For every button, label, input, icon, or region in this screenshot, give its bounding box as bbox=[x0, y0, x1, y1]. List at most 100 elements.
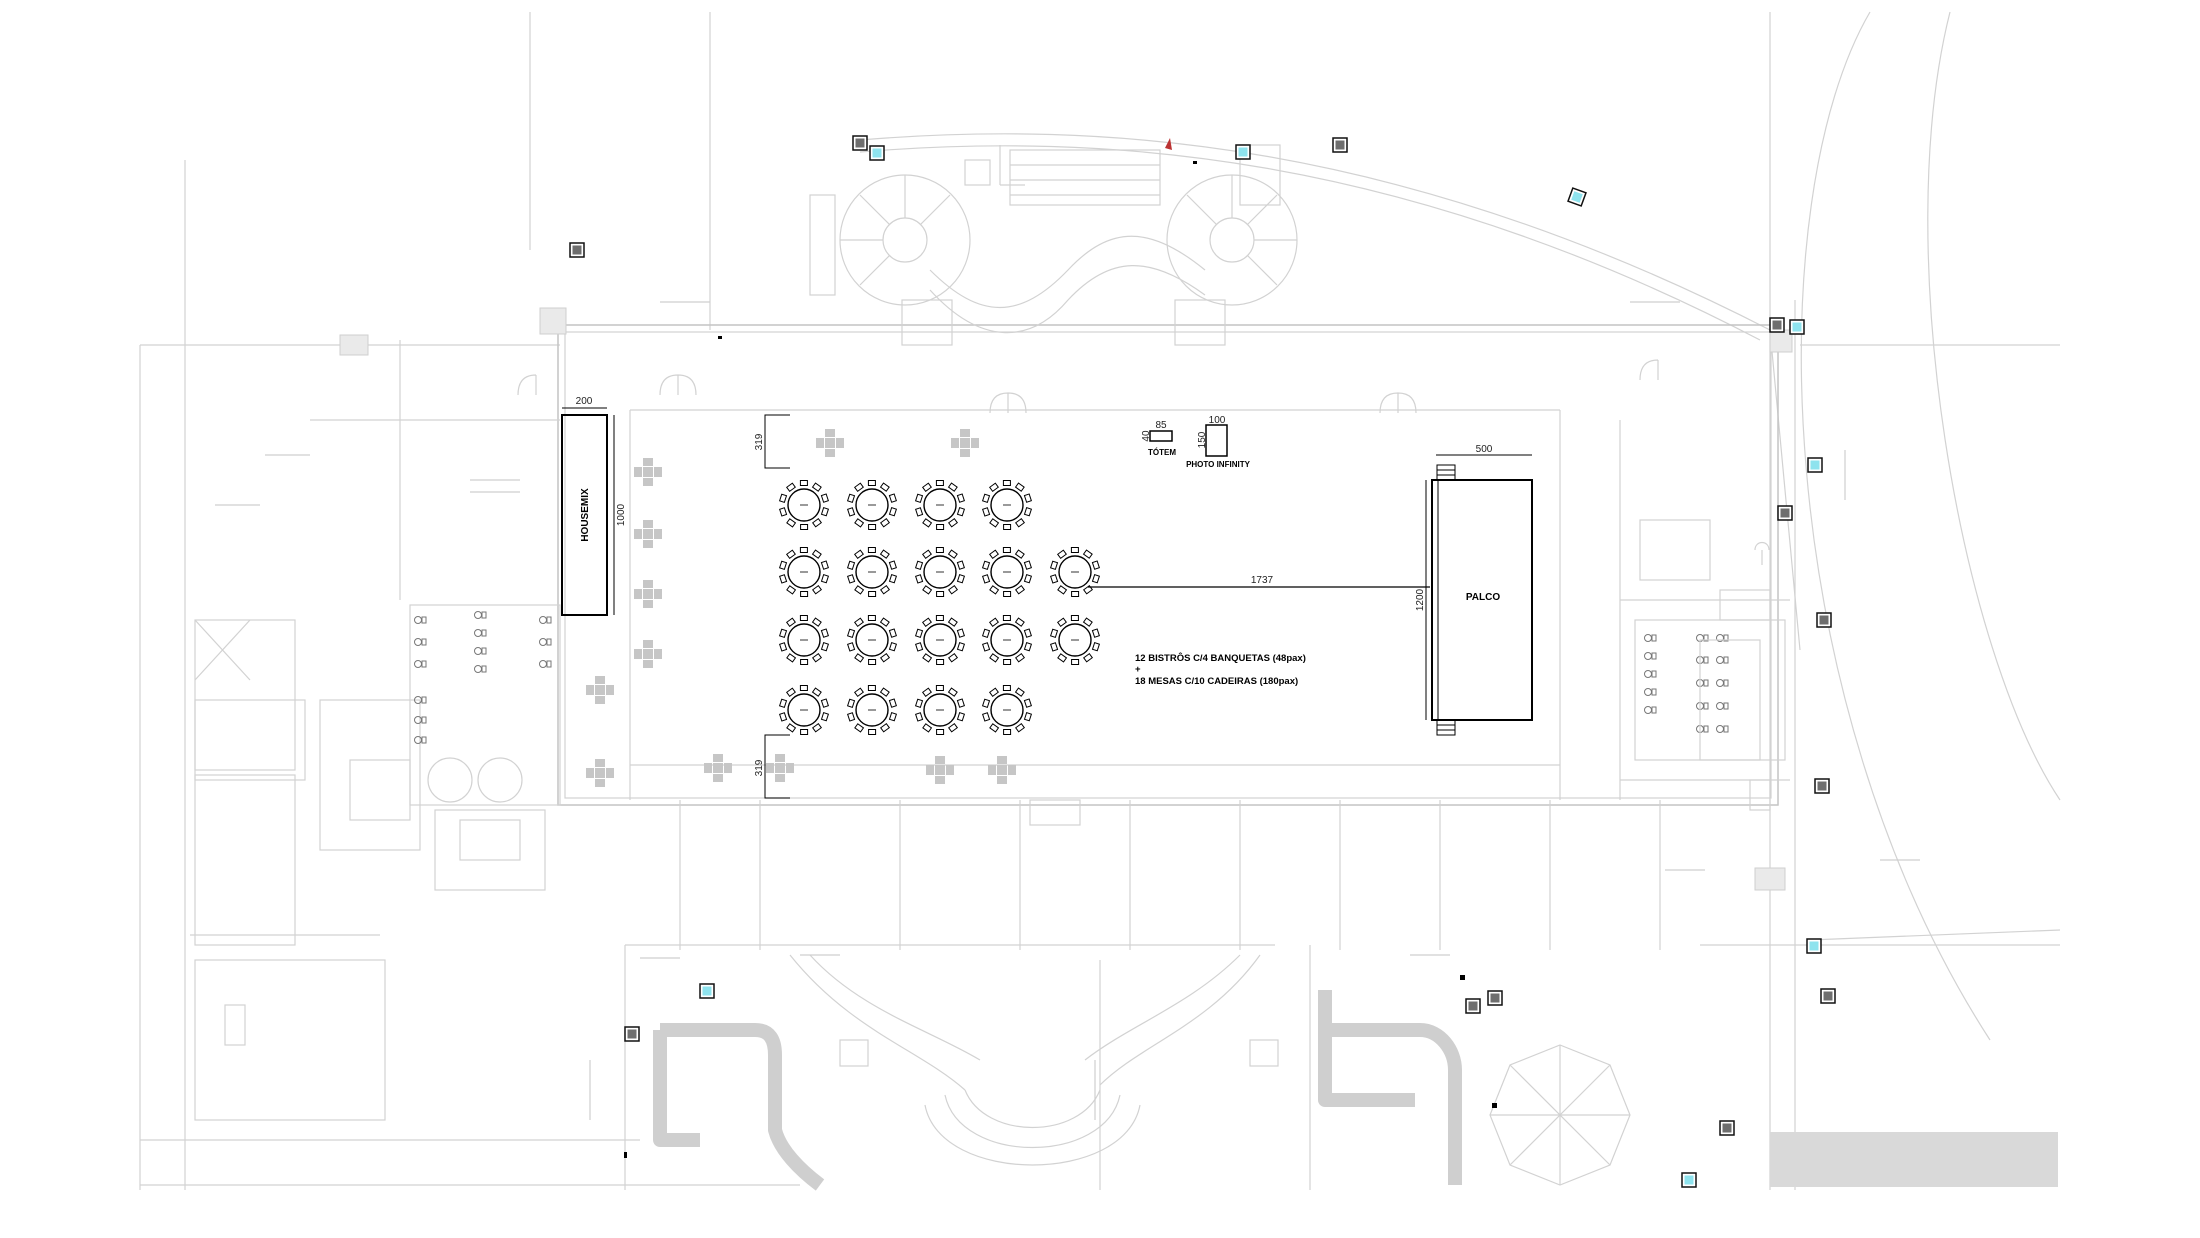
round-table bbox=[778, 684, 830, 736]
speaker-cyan bbox=[869, 145, 885, 161]
round-table bbox=[778, 479, 830, 531]
umbrella-icon bbox=[1489, 1044, 1631, 1186]
housemix-width-dim: 200 bbox=[576, 396, 593, 407]
speaker-dark bbox=[1814, 778, 1830, 794]
speaker-cyan bbox=[1807, 457, 1823, 473]
stage-width-dim: 500 bbox=[1476, 444, 1493, 455]
restroom-fixture bbox=[474, 629, 487, 637]
capacity-summary: 12 BISTRÔS C/4 BANQUETAS (48pax) + 18 ME… bbox=[1135, 652, 1306, 687]
round-table bbox=[846, 479, 898, 531]
restroom-fixture bbox=[1696, 725, 1709, 733]
speaker-dark bbox=[1777, 505, 1793, 521]
restroom-fixture bbox=[1696, 679, 1709, 687]
svg-text:150: 150 bbox=[1197, 431, 1208, 448]
speaker-cyan bbox=[699, 983, 715, 999]
round-table bbox=[846, 546, 898, 598]
speaker-dark bbox=[624, 1026, 640, 1042]
svg-text:40: 40 bbox=[1141, 430, 1152, 442]
speaker-cyan bbox=[1789, 319, 1805, 335]
housemix-length-dim: 1000 bbox=[616, 503, 627, 526]
restroom-fixture bbox=[1644, 670, 1657, 678]
round-table bbox=[914, 546, 966, 598]
speaker-dark bbox=[1769, 317, 1785, 333]
speaker-dark bbox=[1332, 137, 1348, 153]
round-table bbox=[914, 479, 966, 531]
speaker-cyan bbox=[1567, 187, 1587, 207]
speaker-cyan bbox=[1806, 938, 1822, 954]
restroom-fixture bbox=[1716, 634, 1729, 642]
bistro bbox=[926, 756, 954, 784]
restroom-fixture bbox=[1696, 702, 1709, 710]
bistro bbox=[704, 754, 732, 782]
restroom-fixture bbox=[414, 716, 427, 724]
bistro bbox=[634, 640, 662, 668]
speaker-dark bbox=[1820, 988, 1836, 1004]
restroom-fixture bbox=[414, 696, 427, 704]
restroom-fixture bbox=[1716, 702, 1729, 710]
stage-length-dim: 1200 bbox=[1415, 588, 1426, 611]
restroom-fixture bbox=[474, 611, 487, 619]
speaker-dark bbox=[1487, 990, 1503, 1006]
restroom-fixture bbox=[1644, 706, 1657, 714]
restroom-fixture bbox=[414, 616, 427, 624]
round-table bbox=[846, 614, 898, 666]
round-table bbox=[1049, 546, 1101, 598]
restroom-fixture bbox=[539, 638, 552, 646]
bistros bbox=[586, 429, 1016, 787]
architecture-background bbox=[139, 11, 2061, 1191]
round-table bbox=[981, 546, 1033, 598]
restroom-fixture bbox=[1716, 656, 1729, 664]
bistro bbox=[816, 429, 844, 457]
summary-plus: + bbox=[1135, 664, 1141, 675]
restroom-fixture bbox=[1716, 679, 1729, 687]
restroom-fixture bbox=[1716, 725, 1729, 733]
restroom-fixture bbox=[474, 647, 487, 655]
restroom-fixture bbox=[1644, 634, 1657, 642]
round-table bbox=[981, 479, 1033, 531]
red-marker bbox=[1165, 138, 1172, 150]
bistro bbox=[634, 458, 662, 486]
bottom-offset-dim: 319 bbox=[754, 734, 790, 799]
round-table bbox=[914, 684, 966, 736]
restroom-fixture bbox=[414, 736, 427, 744]
bistro bbox=[988, 756, 1016, 784]
walkway bbox=[653, 990, 1462, 1191]
housemix: HOUSEMIX 200 1000 bbox=[561, 396, 627, 616]
svg-text:319: 319 bbox=[754, 759, 765, 776]
svg-text:319: 319 bbox=[754, 433, 765, 450]
photo-infinity-label: PHOTO INFINITY bbox=[1186, 460, 1251, 469]
speaker-dark bbox=[1719, 1120, 1735, 1136]
speaker-dark bbox=[852, 135, 868, 151]
top-offset-dim: 319 bbox=[754, 414, 790, 469]
svg-text:85: 85 bbox=[1155, 420, 1167, 431]
round-table bbox=[981, 684, 1033, 736]
stage-distance-dim: 1737 bbox=[1088, 575, 1430, 588]
round-table bbox=[914, 614, 966, 666]
restroom-fixture bbox=[474, 665, 487, 673]
stage: PALCO 500 1200 bbox=[1415, 444, 1533, 736]
speaker-dark bbox=[1465, 998, 1481, 1014]
restroom-fixture bbox=[1644, 688, 1657, 696]
round-table bbox=[1049, 614, 1101, 666]
svg-text:100: 100 bbox=[1209, 415, 1226, 426]
info-block bbox=[1770, 1132, 2058, 1187]
bistro bbox=[634, 580, 662, 608]
round-table bbox=[981, 614, 1033, 666]
bistro bbox=[951, 429, 979, 457]
round-table bbox=[778, 614, 830, 666]
speaker-dark bbox=[1816, 612, 1832, 628]
restroom-fixture bbox=[1696, 656, 1709, 664]
housemix-label: HOUSEMIX bbox=[580, 488, 591, 542]
speaker-cyan bbox=[1235, 144, 1251, 160]
bistro bbox=[586, 676, 614, 704]
restroom-fixture bbox=[539, 660, 552, 668]
bistro bbox=[766, 754, 794, 782]
markers bbox=[624, 161, 1497, 1158]
restroom-fixture bbox=[414, 638, 427, 646]
restroom-fixture bbox=[414, 660, 427, 668]
bistro bbox=[634, 520, 662, 548]
restroom-fixture bbox=[539, 616, 552, 624]
speaker-dark bbox=[569, 242, 585, 258]
stage-label: PALCO bbox=[1466, 592, 1500, 603]
summary-line-2: 18 MESAS C/10 CADEIRAS (180pax) bbox=[1135, 676, 1298, 687]
